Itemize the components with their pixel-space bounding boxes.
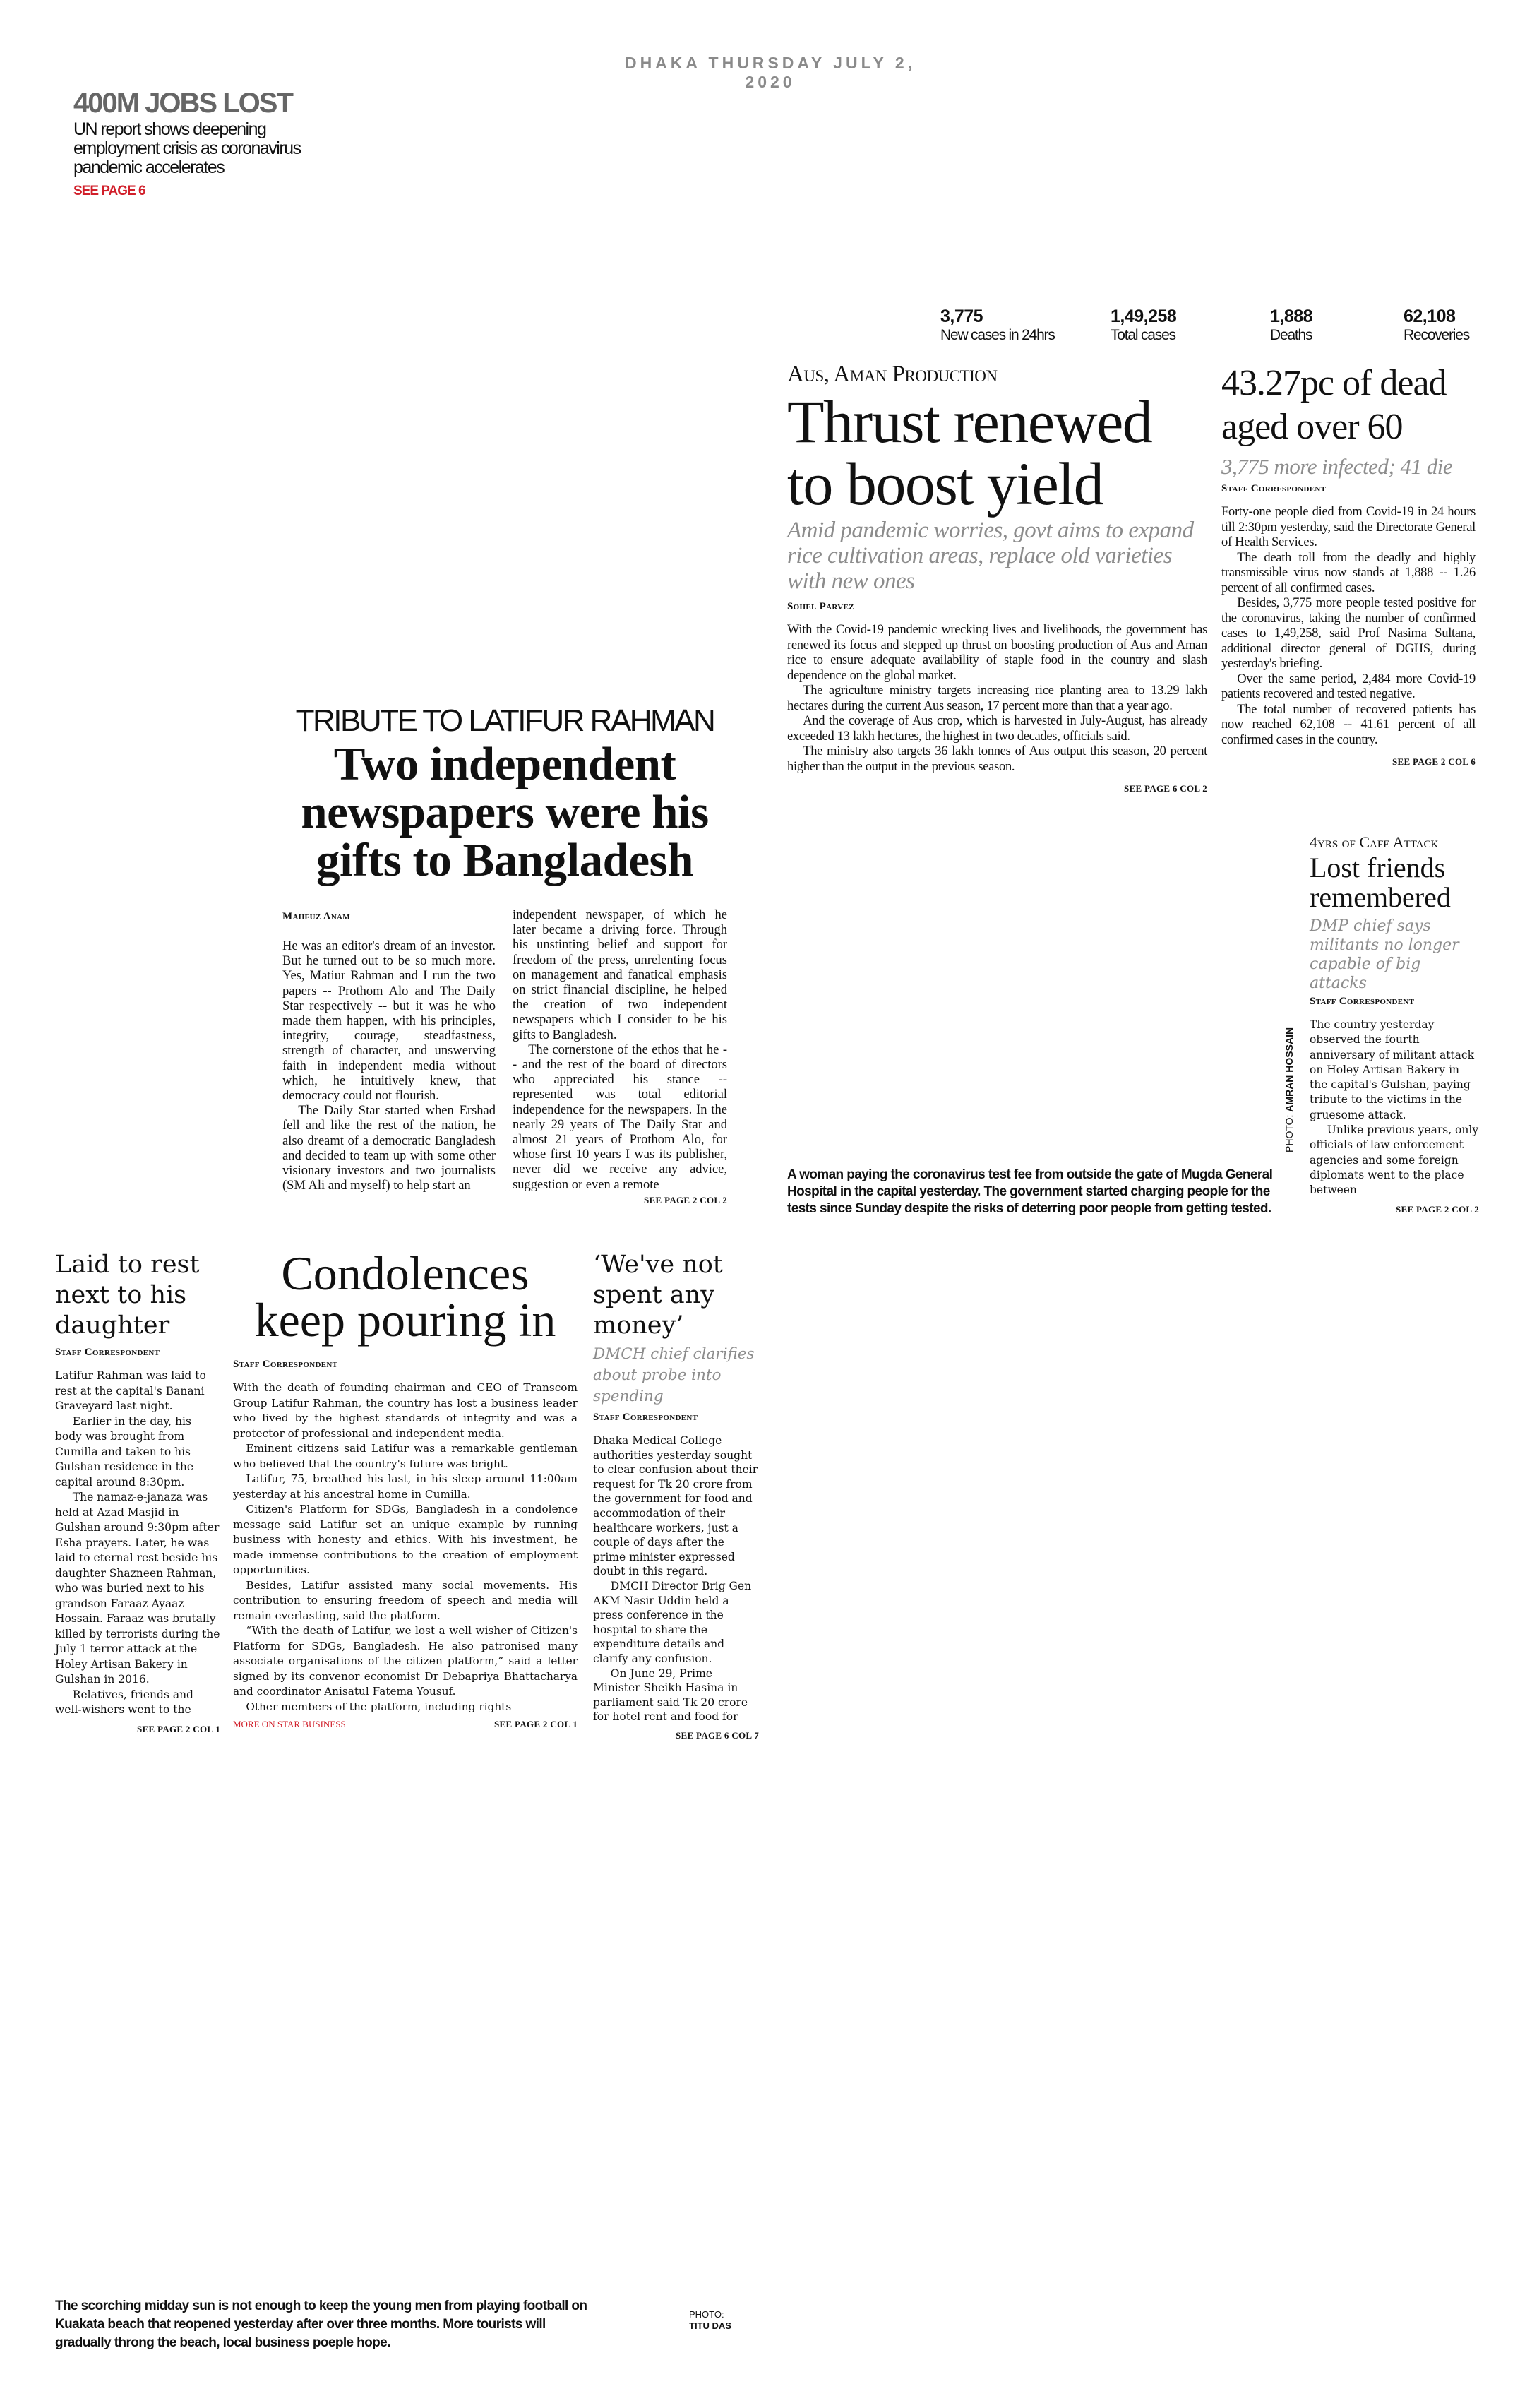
paragraph: Eminent citizens said Latifur was a rema… [233, 1442, 578, 1470]
photo-credit-label: PHOTO: [689, 2309, 724, 2320]
photo-credit: PHOTO: TITU DAS [689, 2309, 731, 2332]
article-byline: Sohel Parvez [787, 601, 854, 612]
stat-label: Total cases [1111, 327, 1176, 343]
article-body: With the Covid-19 pandemic wrecking live… [787, 623, 1207, 775]
paragraph: With the death of founding chairman and … [233, 1381, 578, 1440]
stat-label: Recoveries [1404, 327, 1470, 343]
photo-caption: A woman paying the coronavirus test fee … [787, 1167, 1273, 1216]
paragraph: Besides, 3,775 more people tested positi… [1221, 596, 1476, 671]
stat-value: 62,108 [1404, 306, 1456, 326]
stat-label: Deaths [1270, 327, 1313, 343]
paragraph: Over the same period, 2,484 more Covid-1… [1221, 672, 1476, 702]
stat-value: 3,775 [940, 306, 983, 326]
jump-link[interactable]: SEE PAGE 6 COL 7 [676, 1729, 759, 1741]
paragraph: And the coverage of Aus crop, which is h… [787, 714, 1207, 744]
paragraph: The agriculture ministry targets increas… [787, 684, 1207, 713]
stat-new-cases: 3,775 New cases in 24hrs [940, 306, 1055, 344]
article-thrust-renewed: Aus, Aman Production Thrust renewed to b… [787, 362, 1207, 794]
jump-link[interactable]: SEE PAGE 2 COL 1 [494, 1719, 578, 1729]
photo-credit-label: PHOTO: [1283, 1114, 1295, 1152]
stat-recoveries: 62,108 Recoveries [1404, 306, 1470, 344]
paragraph: The country yesterday observed the fourt… [1310, 1018, 1474, 1121]
article-body: Latifur Rahman was laid to rest at the c… [55, 1369, 220, 1718]
photo-credit: PHOTO: AMRAN HOSSAIN [1283, 1027, 1295, 1152]
article-body: Dhaka Medical College authorities yester… [593, 1434, 759, 1724]
article-headline[interactable]: Laid to rest next to his daughter [55, 1251, 200, 1340]
paragraph: Other members of the platform, including… [246, 1700, 512, 1713]
article-laid-to-rest: Laid to rest next to his daughter Staff … [55, 1250, 220, 1735]
paragraph: Unlike previous years, only officials of… [1310, 1123, 1479, 1197]
teaser-title[interactable]: 400M JOBS LOST [73, 88, 294, 119]
paragraph: The Daily Star started when Ershad fell … [282, 1104, 496, 1193]
paragraph: Forty-one people died from Covid-19 in 2… [1221, 505, 1476, 549]
article-condolences: Condolences keep pouring in Staff Corres… [233, 1246, 578, 1730]
photo-credit-name: AMRAN HOSSAIN [1283, 1027, 1295, 1112]
article-tribute: TRIBUTE TO LATIFUR RAHMAN Two independen… [279, 703, 731, 884]
article-body: The country yesterday observed the fourt… [1310, 1018, 1479, 1198]
article-headline[interactable]: Thrust renewed to boost yield [787, 388, 1153, 518]
article-headline[interactable]: ‘We've not spent any money’ [593, 1251, 723, 1340]
article-dead-aged-over-60: 43.27pc of dead aged over 60 3,775 more … [1221, 362, 1476, 768]
article-subhead: Amid pandemic worries, govt aims to expa… [787, 518, 1194, 594]
stat-label: New cases in 24hrs [940, 327, 1055, 343]
paragraph: “With the death of Latifur, we lost a we… [233, 1624, 578, 1698]
stat-value: 1,49,258 [1111, 306, 1177, 326]
stat-deaths: 1,888 Deaths [1270, 306, 1313, 344]
article-byline: Staff Correspondent [593, 1412, 698, 1423]
article-kicker: TRIBUTE TO LATIFUR RAHMAN [295, 703, 716, 738]
article-kicker: Aus, Aman Production [787, 362, 998, 387]
article-subhead: DMCH chief clarifies about probe into sp… [593, 1345, 755, 1405]
paragraph: Latifur, 75, breathed his last, in his s… [233, 1472, 578, 1501]
article-not-spent-money: ‘We've not spent any money’ DMCH chief c… [593, 1250, 759, 1741]
jump-link[interactable]: SEE PAGE 2 COL 1 [137, 1723, 220, 1734]
article-byline: Staff Correspondent [1221, 483, 1327, 494]
article-body: Forty-one people died from Covid-19 in 2… [1221, 505, 1476, 748]
paragraph: He was an editor's dream of an investor.… [282, 939, 496, 1104]
paragraph: Relatives, friends and well-wishers went… [55, 1688, 193, 1717]
more-on-star-business-link[interactable]: MORE ON STAR BUSINESS [233, 1719, 346, 1729]
photo-credit-name: TITU DAS [689, 2320, 731, 2331]
article-headline[interactable]: Lost friends remembered [1310, 852, 1451, 913]
paragraph: With the Covid-19 pandemic wrecking live… [787, 623, 1207, 683]
teaser-see-page-link[interactable]: SEE PAGE 6 [73, 184, 146, 198]
paragraph: Citizen's Platform for SDGs, Bangladesh … [233, 1503, 578, 1576]
paragraph: On June 29, Prime Minister Sheikh Hasina… [593, 1667, 748, 1724]
paragraph: The cornerstone of the ethos that he -- … [513, 1042, 727, 1192]
stat-value: 1,888 [1270, 306, 1313, 326]
photo-caption: The scorching midday sun is not enough t… [55, 2299, 587, 2350]
article-headline[interactable]: Two independent newspapers were his gift… [301, 738, 709, 886]
article-byline: Staff Correspondent [55, 1347, 160, 1358]
article-headline[interactable]: 43.27pc of dead aged over 60 [1221, 363, 1447, 447]
article-subhead: DMP chief says militants no longer capab… [1310, 917, 1459, 992]
paragraph: The namaz-e-janaza was held at Azad Masj… [55, 1491, 220, 1686]
stat-total-cases: 1,49,258 Total cases [1111, 306, 1177, 344]
teaser-subtitle: UN report shows deepening employment cri… [73, 119, 301, 177]
jump-link[interactable]: SEE PAGE 2 COL 2 [644, 1194, 727, 1205]
paragraph: The total number of recovered patients h… [1221, 702, 1476, 747]
article-body-col1: He was an editor's dream of an investor.… [282, 939, 496, 1193]
article-headline[interactable]: Condolences keep pouring in [254, 1246, 556, 1347]
article-lost-friends: 4yrs of Cafe Attack Lost friends remembe… [1310, 833, 1479, 1215]
jump-link[interactable]: SEE PAGE 2 COL 6 [1392, 756, 1476, 767]
paragraph: The death toll from the deadly and highl… [1221, 550, 1476, 595]
jump-link[interactable]: SEE PAGE 2 COL 2 [1396, 1203, 1479, 1215]
paragraph: Earlier in the day, his body was brought… [55, 1414, 194, 1489]
article-body: With the death of founding chairman and … [233, 1381, 578, 1715]
paragraph: The ministry also targets 36 lakh tonnes… [787, 744, 1207, 774]
dateline: DHAKA THURSDAY JULY 2, 2020 [624, 54, 916, 91]
paragraph: DMCH Director Brig Gen AKM Nasir Uddin h… [593, 1579, 752, 1665]
article-subhead: 3,775 more infected; 41 die [1221, 454, 1453, 479]
article-byline: Staff Correspondent [1310, 996, 1415, 1007]
paragraph: independent newspaper, of which he later… [513, 908, 727, 1042]
paragraph: Latifur Rahman was laid to rest at the c… [55, 1369, 206, 1412]
paragraph: Dhaka Medical College authorities yester… [593, 1434, 758, 1578]
article-body-col2: independent newspaper, of which he later… [513, 908, 727, 1208]
paragraph: Besides, Latifur assisted many social mo… [233, 1578, 578, 1622]
article-byline: Mahfuz Anam [282, 911, 350, 922]
jump-link[interactable]: SEE PAGE 6 COL 2 [1124, 783, 1207, 794]
article-kicker: 4yrs of Cafe Attack [1310, 833, 1439, 851]
article-byline: Staff Correspondent [233, 1359, 338, 1370]
